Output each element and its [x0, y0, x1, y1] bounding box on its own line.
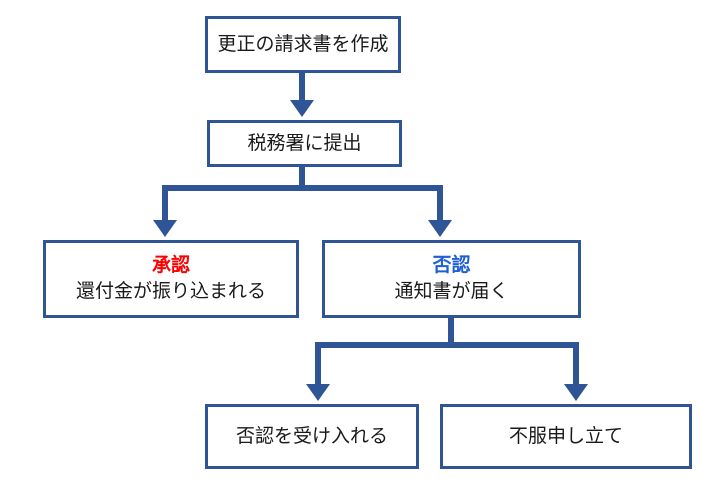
arrowhead-create-to-submit	[290, 100, 314, 117]
node-appeal-label: 不服申し立て	[508, 424, 623, 447]
node-appeal: 不服申し立て	[440, 404, 692, 469]
node-submit: 税務署に提出	[207, 120, 402, 167]
node-deny-heading: 否認	[432, 254, 471, 277]
node-deny-label: 通知書が届く	[394, 280, 509, 302]
node-accept-denial: 否認を受け入れる	[205, 404, 419, 469]
connector-split-right	[302, 185, 443, 226]
node-approve: 承認 還付金が振り込まれる	[43, 240, 299, 318]
arrowhead-to-approve	[153, 220, 177, 237]
node-create-request-label: 更正の請求書を作成	[217, 32, 389, 55]
connector-deny-split	[315, 318, 454, 390]
node-approve-heading: 承認	[151, 254, 190, 277]
node-deny: 否認 通知書が届く	[322, 240, 581, 318]
arrowhead-to-appeal	[564, 384, 588, 401]
connector-deny-right	[451, 342, 579, 390]
connector-submit-split	[162, 167, 305, 226]
arrowhead-to-accept	[306, 384, 330, 401]
node-approve-label: 還付金が振り込まれる	[75, 280, 266, 302]
node-accept-denial-label: 否認を受け入れる	[235, 424, 388, 447]
node-create-request: 更正の請求書を作成	[205, 16, 401, 73]
arrowhead-to-deny	[428, 220, 452, 237]
node-submit-label: 税務署に提出	[247, 131, 362, 154]
